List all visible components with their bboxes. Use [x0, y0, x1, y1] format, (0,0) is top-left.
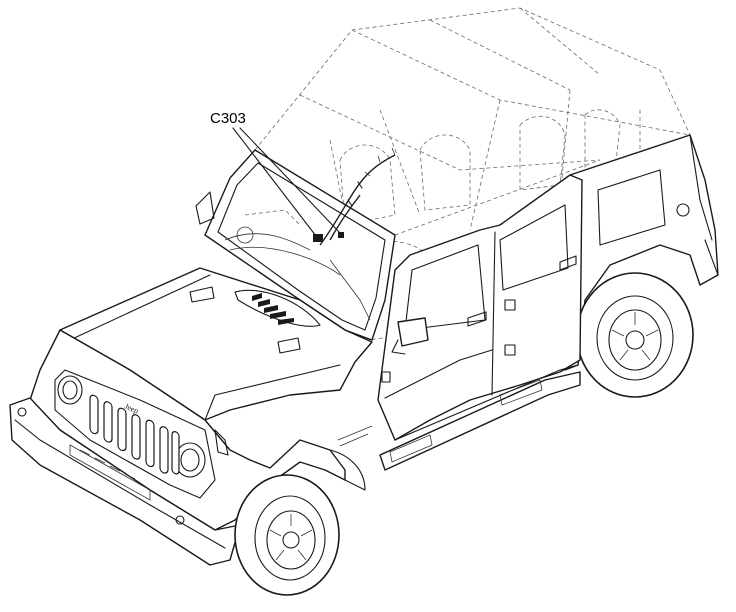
- front-door-window: [404, 244, 486, 331]
- leader-line-2: [239, 127, 341, 234]
- side-body: [377, 174, 583, 441]
- callout: C303: [210, 110, 341, 237]
- rear-wheel: [576, 272, 694, 398]
- grille-slots: [89, 394, 180, 475]
- hood-vent: [234, 289, 321, 327]
- callout-label: C303: [210, 110, 246, 127]
- front-door-handle: [467, 311, 487, 327]
- front-wheel: [234, 474, 340, 596]
- connector-clip: [338, 232, 344, 238]
- grille-surround: [54, 369, 216, 499]
- hood-latch-left: [189, 286, 215, 303]
- connector-c303: [313, 234, 323, 242]
- side-step: [379, 364, 581, 471]
- headlight-left: [57, 375, 83, 405]
- driver-mirror: [195, 191, 215, 225]
- hood-latch-right: [277, 337, 301, 354]
- side-mirror: [391, 317, 429, 355]
- leader-line-1: [232, 127, 317, 237]
- rear-door-handle: [559, 255, 577, 271]
- rear-door-window: [499, 204, 569, 291]
- wiring-harness: [313, 147, 396, 246]
